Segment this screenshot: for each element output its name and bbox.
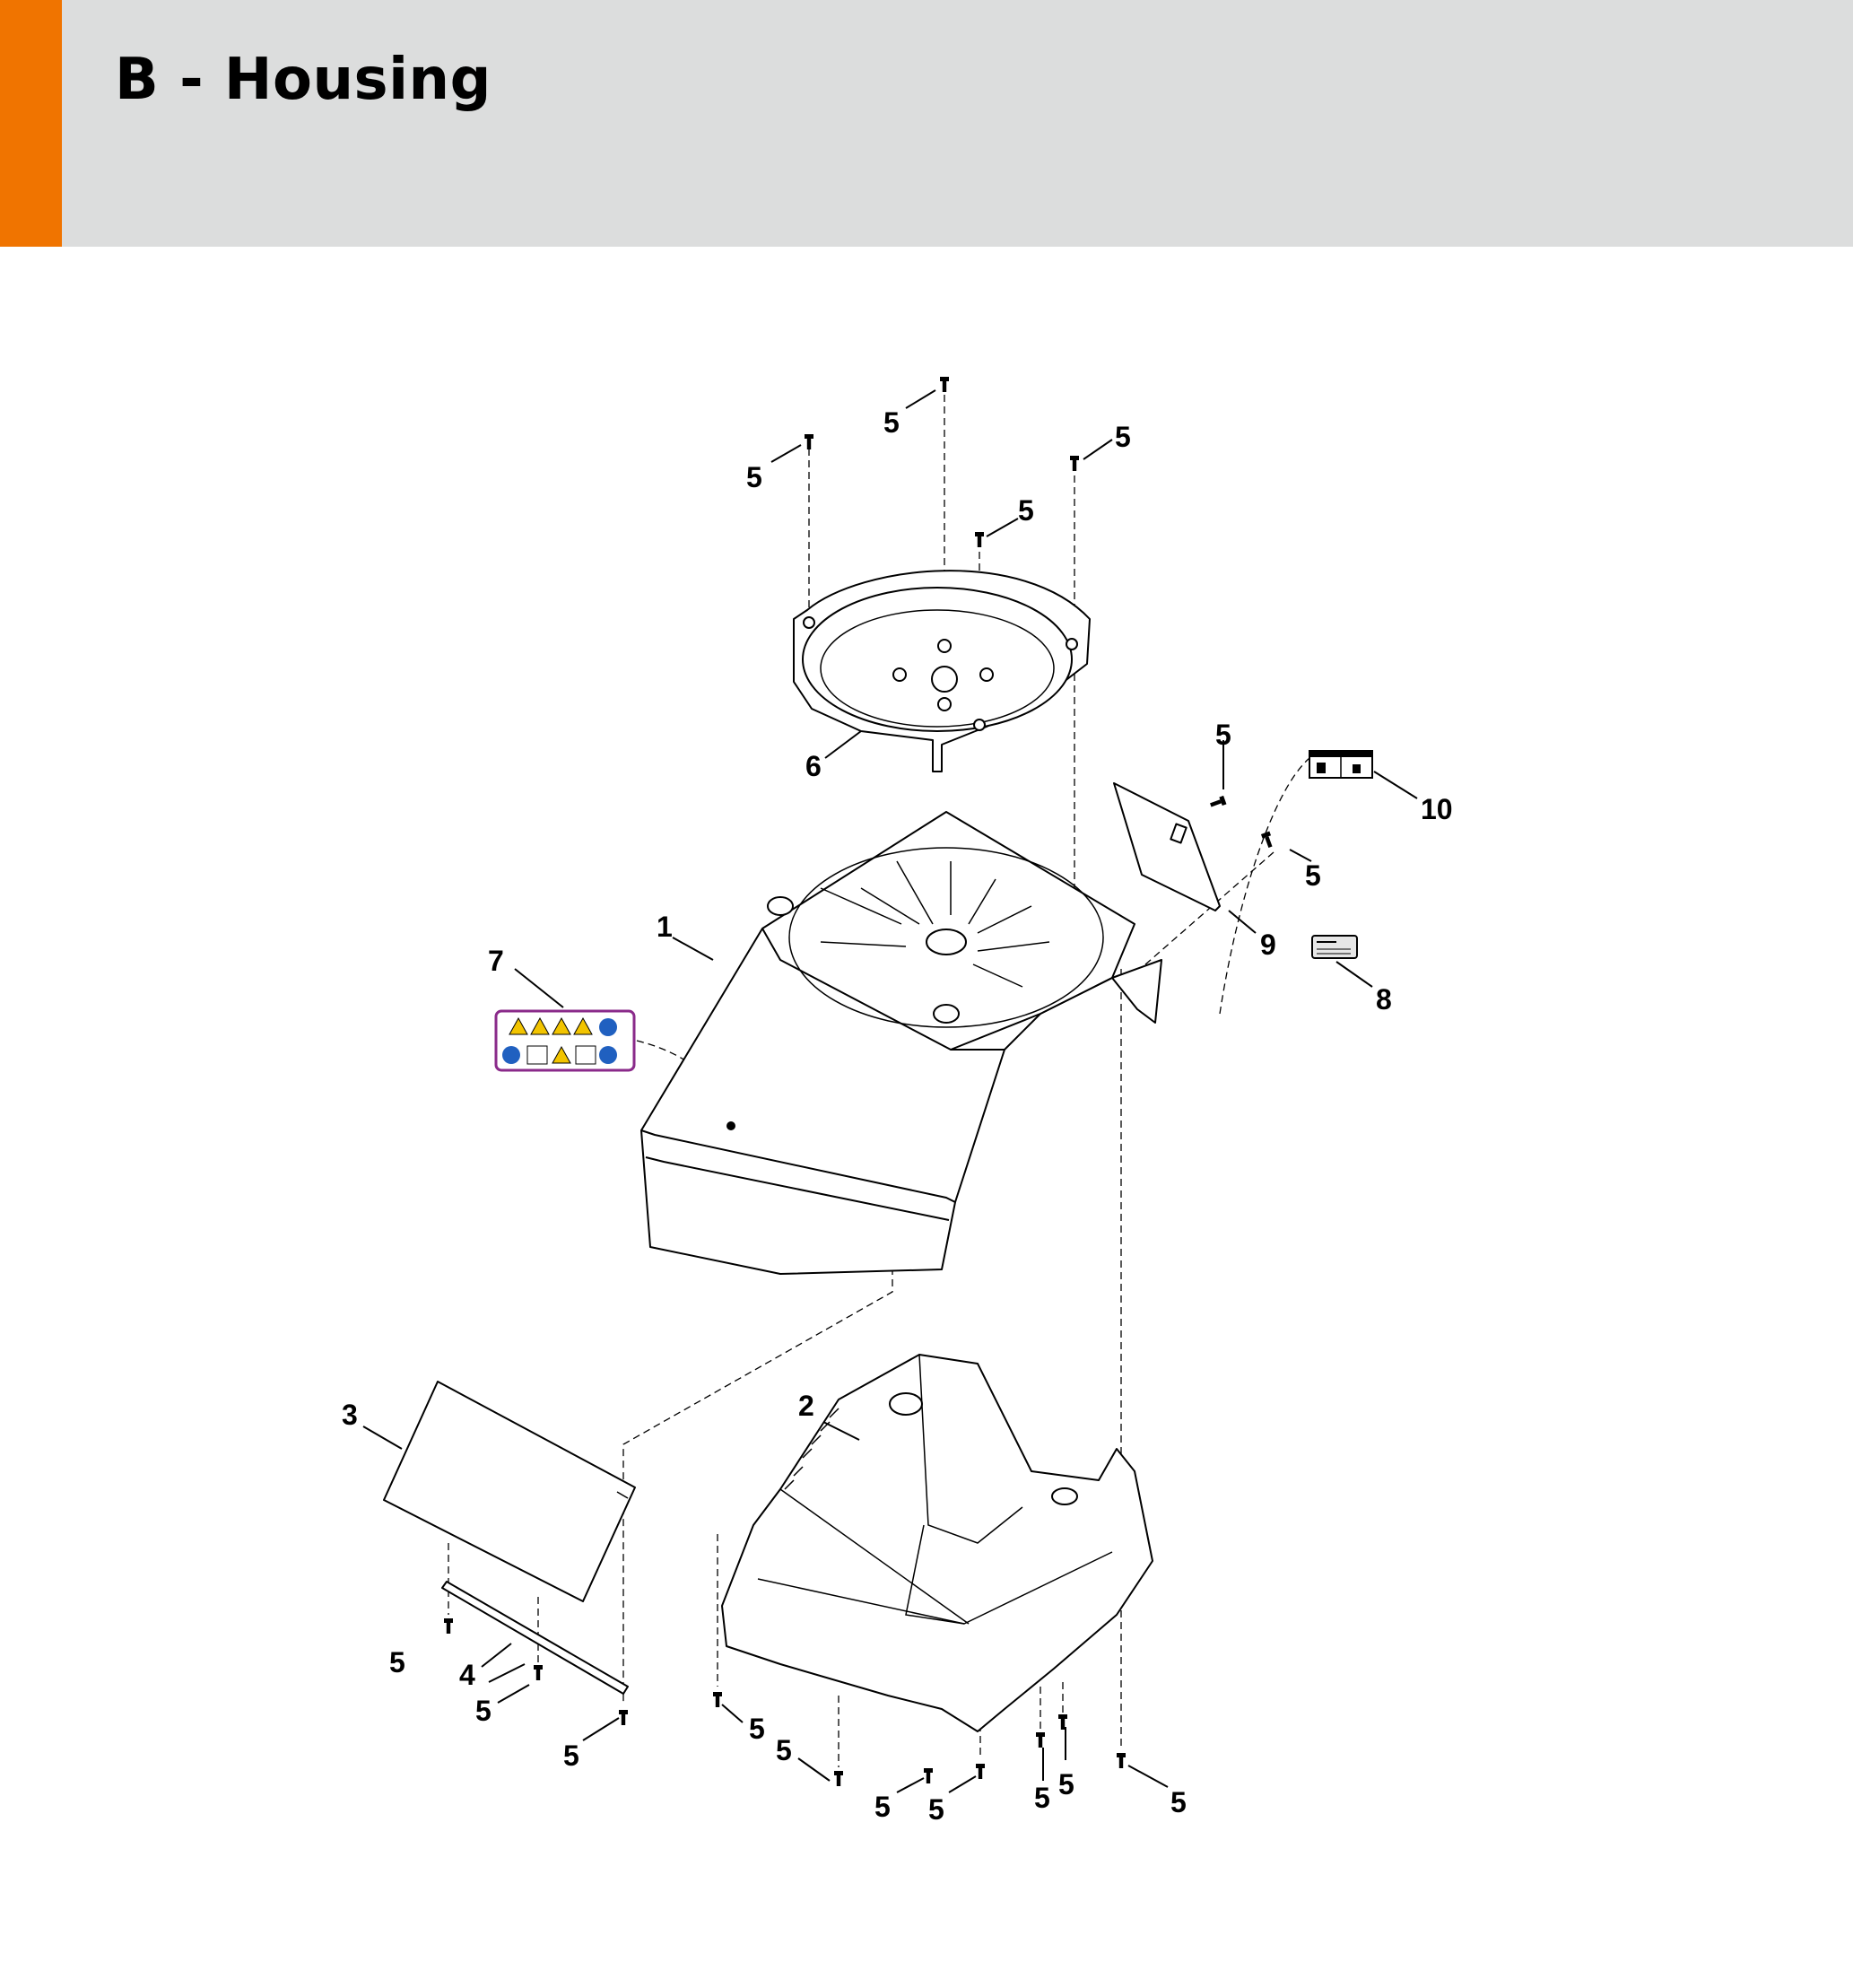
cover-plate-part bbox=[383, 1381, 636, 1602]
start-stop-label-part bbox=[1309, 750, 1373, 779]
callout-screw: 5 bbox=[1115, 421, 1131, 453]
callout-lower-housing: 2 bbox=[798, 1390, 814, 1422]
callout-screw: 5 bbox=[776, 1734, 792, 1766]
callout-small-label: 8 bbox=[1376, 983, 1392, 1016]
callout-warning-decal: 7 bbox=[488, 945, 504, 977]
callout-screw: 5 bbox=[749, 1713, 765, 1745]
page-title: B - Housing bbox=[115, 47, 492, 113]
warning-decal-part bbox=[494, 1009, 636, 1072]
main-housing-part bbox=[640, 811, 1162, 1275]
lower-housing-part bbox=[721, 1354, 1153, 1732]
leader-lines bbox=[362, 389, 1418, 1793]
callout-labels: 5 5 5 5 6 5 10 5 9 8 1 7 3 2 5 4 5 5 5 5… bbox=[342, 406, 1453, 1826]
callout-screw: 5 bbox=[1170, 1786, 1187, 1818]
callout-screw: 5 bbox=[1305, 859, 1321, 892]
callout-fan-cover: 6 bbox=[805, 750, 822, 782]
callout-screw: 5 bbox=[389, 1646, 405, 1678]
bracket-part bbox=[1113, 782, 1221, 911]
mandatory-circle-icon bbox=[502, 1018, 617, 1064]
strip-part bbox=[441, 1581, 629, 1695]
callout-cover-plate: 3 bbox=[342, 1399, 358, 1431]
callout-screw: 5 bbox=[1018, 494, 1034, 527]
callout-housing: 1 bbox=[657, 911, 673, 943]
callout-strip: 4 bbox=[459, 1659, 475, 1691]
callout-screw: 5 bbox=[746, 461, 762, 493]
callout-screw: 5 bbox=[883, 406, 900, 439]
callout-screw: 5 bbox=[928, 1793, 944, 1826]
callout-screw: 5 bbox=[563, 1740, 579, 1772]
fan-cover-part bbox=[793, 570, 1091, 772]
callout-screw: 5 bbox=[1058, 1768, 1074, 1801]
callout-screw: 5 bbox=[475, 1695, 492, 1727]
header-bar bbox=[0, 0, 1853, 247]
callout-screw: 5 bbox=[1034, 1782, 1050, 1814]
callout-screw: 5 bbox=[874, 1791, 891, 1823]
callout-screw: 5 bbox=[1215, 719, 1231, 751]
warning-triangle-icon bbox=[509, 1016, 593, 1064]
callout-start-stop-label: 10 bbox=[1421, 793, 1453, 825]
header-accent bbox=[0, 0, 62, 247]
small-label-part bbox=[1311, 935, 1358, 959]
callout-bracket: 9 bbox=[1260, 929, 1276, 961]
